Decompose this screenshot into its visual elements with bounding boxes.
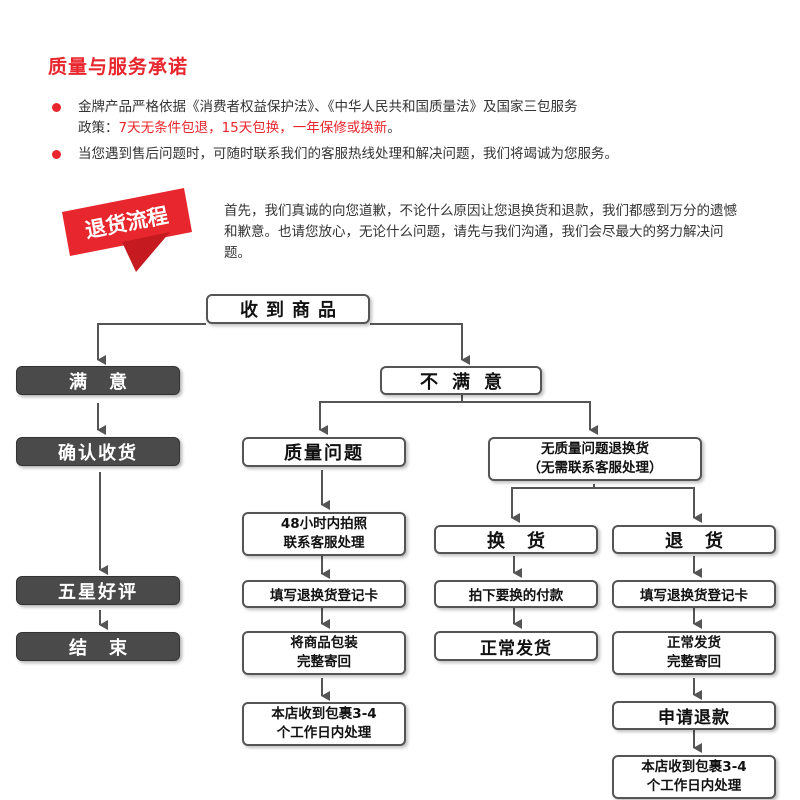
five-star-review-box: 五星好评: [16, 576, 180, 605]
no-quality-line-2: （无需联系客服处理）: [527, 460, 663, 476]
policy-suffix: 。: [387, 120, 401, 136]
section-title: 质量与服务承诺: [48, 56, 189, 78]
fill-card-right-box: 填写退换货登记卡: [612, 580, 776, 608]
no-quality-line-1: 无质量问题退换货: [541, 441, 649, 457]
policy-line-2: 当您遇到售后问题时，可随时联系我们的客服热线处理和解决问题，我们将竭诚为您服务。: [78, 146, 618, 162]
no-quality-issue-box: 无质量问题退换货 （无需联系客服处理）: [488, 437, 702, 481]
photo-contact-box: 48小时内拍照 联系客服处理: [242, 512, 406, 556]
unsatisfied-box: 不满意: [380, 366, 542, 395]
fill-card-left-box: 填写退换货登记卡: [242, 580, 406, 608]
process-left-line-2: 个工作日内处理: [276, 725, 372, 741]
pack-line-1: 将商品包装: [290, 635, 358, 651]
pack-line-2: 完整寄回: [297, 654, 351, 670]
policy-line-1: 金牌产品严格依据《消费者权益保护法》、《中华人民共和国质量法》及国家三包服务: [78, 99, 578, 115]
process-left-box: 本店收到包裹3-4 个工作日内处理: [242, 702, 406, 746]
return-process-banner: 退货流程: [62, 188, 192, 272]
ship-normal-box: 正常发货: [434, 631, 598, 661]
ship-back-line-2: 完整寄回: [667, 654, 721, 670]
end-box: 结束: [16, 632, 180, 661]
ship-back-box: 正常发货 完整寄回: [612, 631, 776, 675]
ship-back-line-1: 正常发货: [667, 635, 721, 651]
return-box: 退货: [612, 525, 776, 554]
policy-line-1b: 政策：7天无条件包退，15天包换，一年保修或换新。: [78, 118, 401, 139]
policy-highlight: 7天无条件包退，15天包换，一年保修或换新: [118, 120, 388, 136]
intro-paragraph: 首先，我们真诚的向您道歉，不论什么原因让您退换货和退款，我们都感到万分的遗憾和歉…: [224, 203, 737, 261]
process-right-line-1: 本店收到包裹3-4: [641, 759, 747, 775]
photo-line-2: 联系客服处理: [283, 535, 365, 551]
process-right-line-2: 个工作日内处理: [646, 778, 742, 794]
pack-return-box: 将商品包装 完整寄回: [242, 631, 406, 675]
quality-issue-box: 质量问题: [242, 437, 406, 467]
photo-line-1: 48小时内拍照: [280, 516, 368, 532]
satisfied-box: 满意: [16, 366, 180, 395]
exchange-box: 换货: [434, 525, 598, 554]
bullet-icon: [52, 150, 61, 159]
receive-goods-box: 收到商品: [206, 294, 370, 324]
pay-exchange-box: 拍下要换的付款: [434, 580, 598, 608]
apply-refund-box: 申请退款: [612, 701, 776, 730]
policy-prefix: 政策：: [78, 120, 119, 136]
process-left-line-1: 本店收到包裹3-4: [271, 706, 377, 722]
bullet-icon: [52, 103, 61, 112]
confirm-receipt-box: 确认收货: [16, 437, 180, 466]
process-right-box: 本店收到包裹3-4 个工作日内处理: [612, 755, 776, 799]
